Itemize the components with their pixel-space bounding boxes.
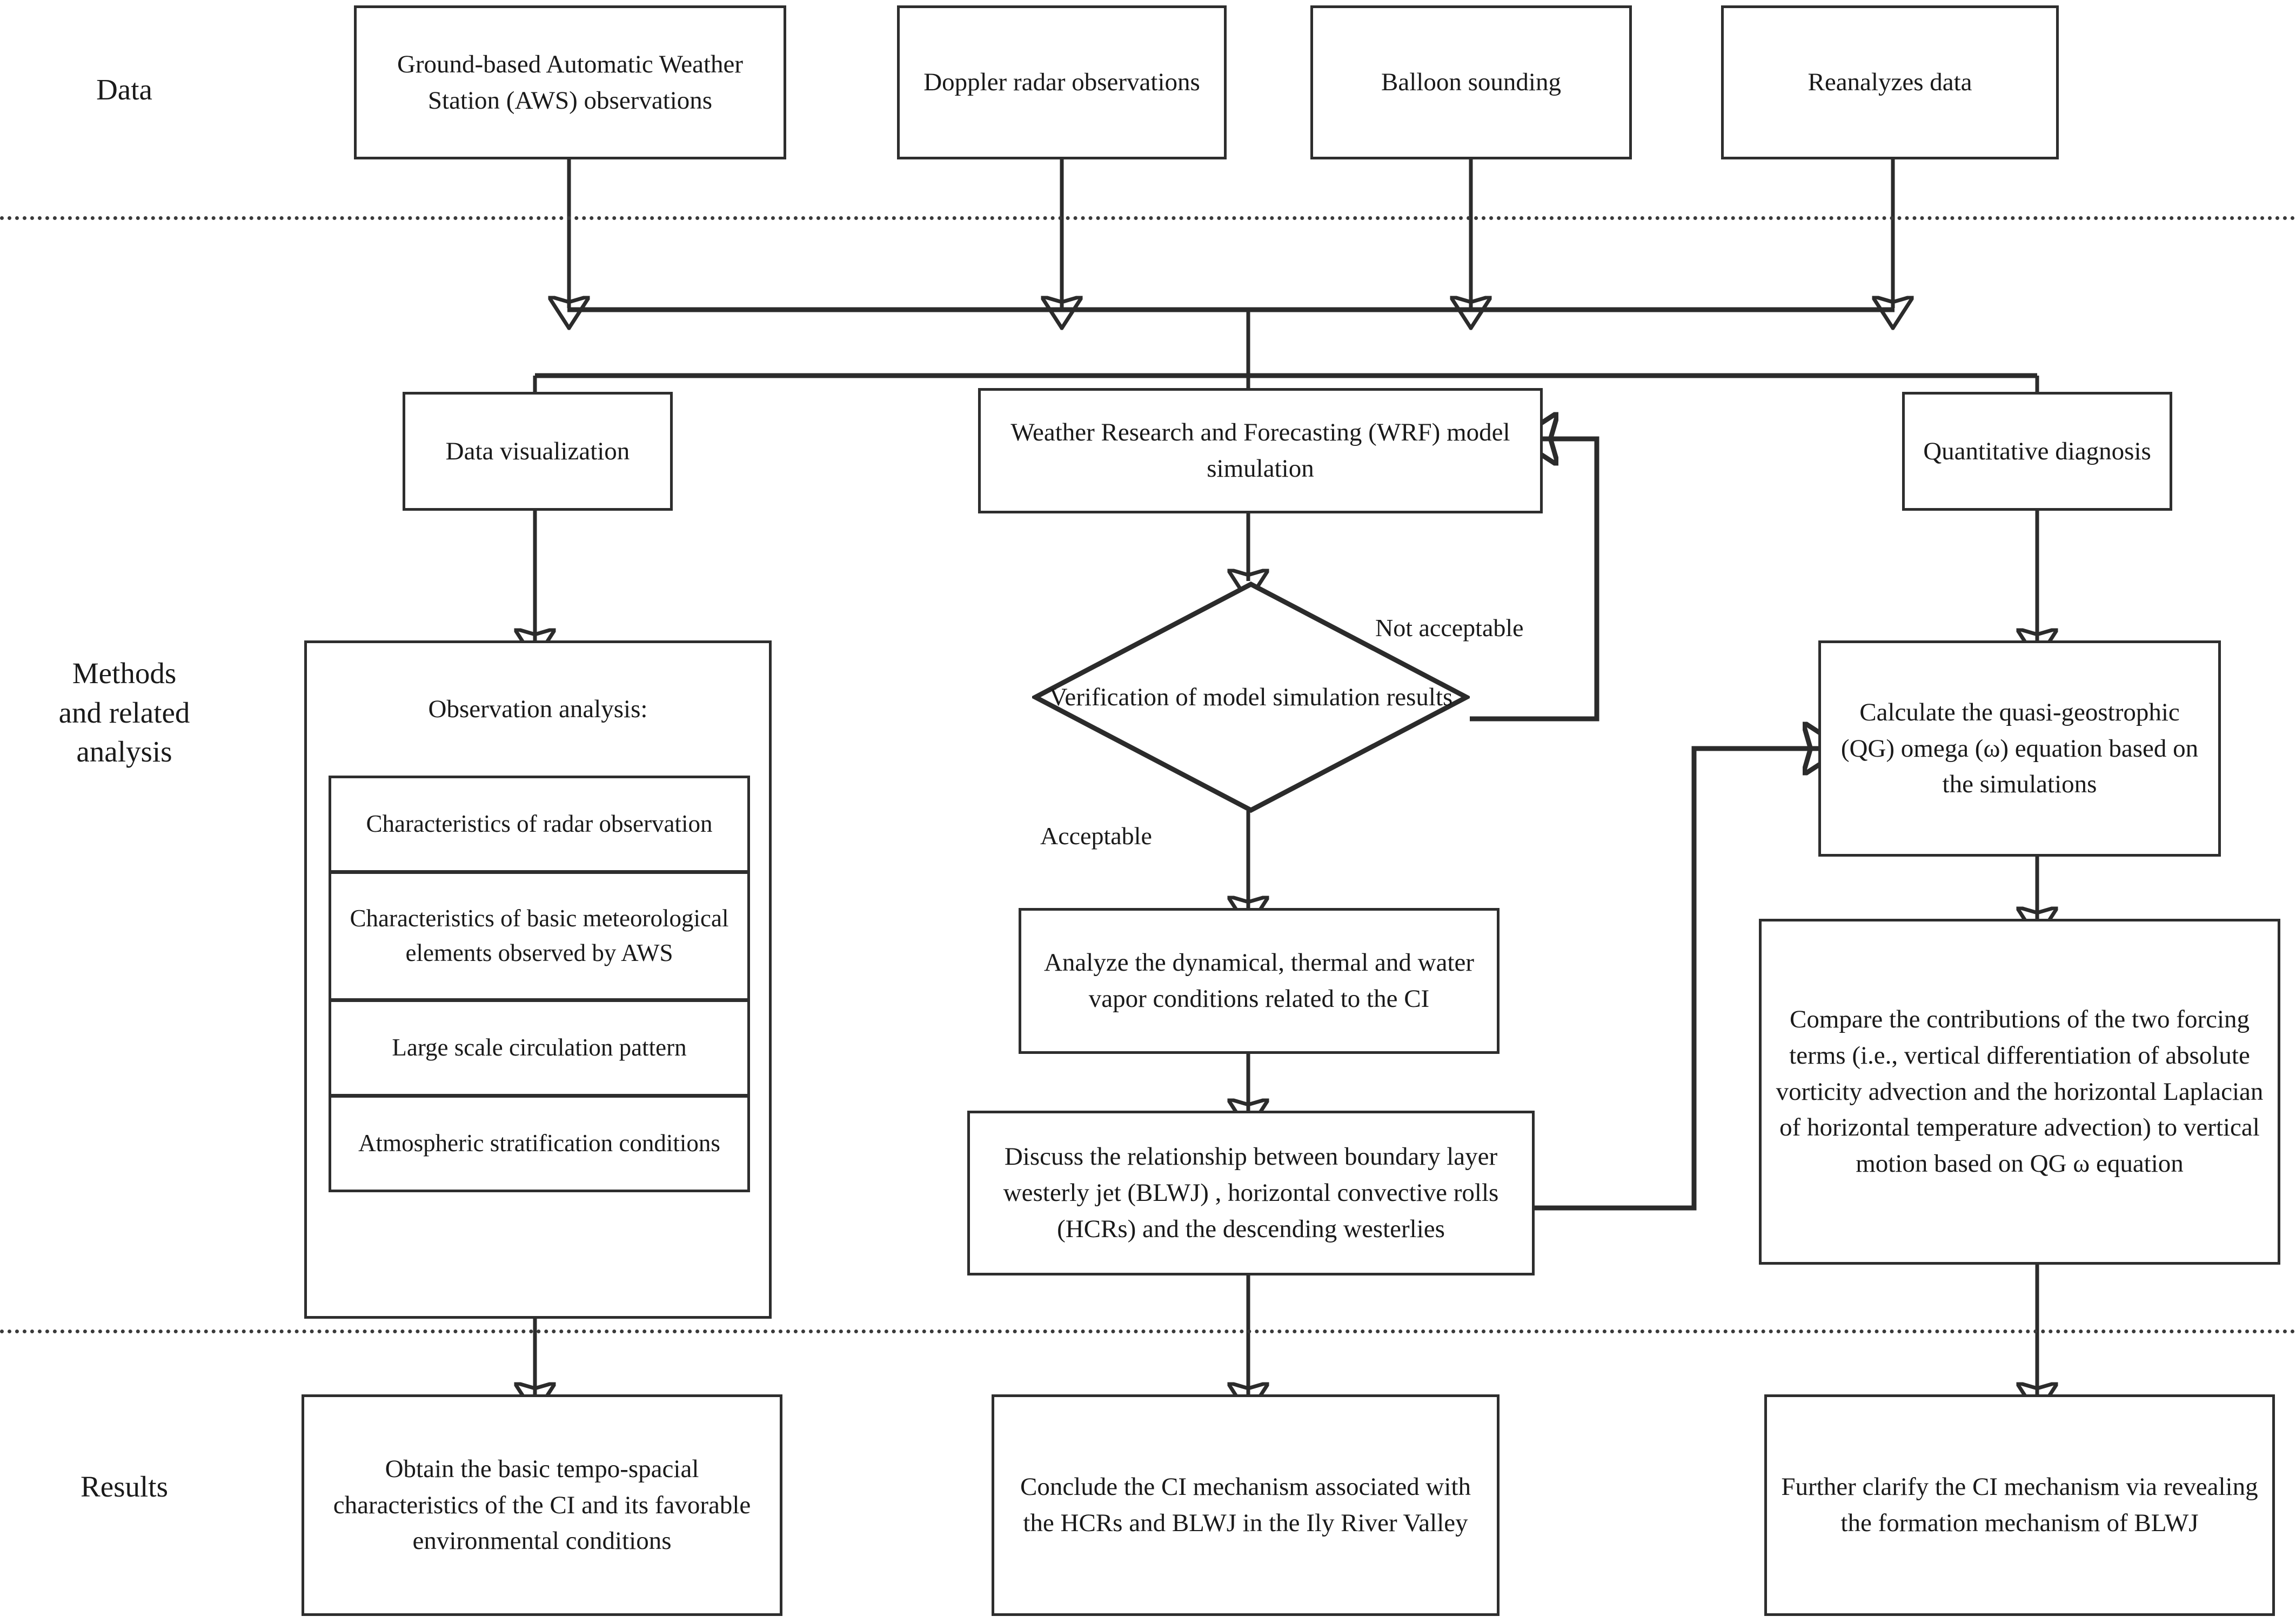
edge-label-not-acceptable: Not acceptable: [1375, 614, 1524, 642]
node-reanalyzes-data[interactable]: Reanalyzes data: [1721, 5, 2059, 159]
observation-item-radar[interactable]: Characteristics of radar observation: [329, 776, 750, 873]
stage-label-data: Data: [96, 73, 152, 106]
observation-item-circulation[interactable]: Large scale circulation pattern: [329, 999, 750, 1097]
stage-label-results: Results: [81, 1470, 168, 1503]
node-result-middle[interactable]: Conclude the CI mechanism associated wit…: [992, 1394, 1500, 1616]
observation-item-aws-elements[interactable]: Characteristics of basic meteorological …: [329, 871, 750, 1001]
node-quantitative-diagnosis[interactable]: Quantitative diagnosis: [1902, 392, 2172, 511]
node-doppler-radar[interactable]: Doppler radar observations: [897, 5, 1227, 159]
node-qg-omega-equation[interactable]: Calculate the quasi-geostrophic (QG) ome…: [1818, 640, 2221, 857]
stage-label-methods-line2: and related: [58, 696, 190, 729]
node-analyze-conditions[interactable]: Analyze the dynamical, thermal and water…: [1019, 908, 1500, 1054]
node-aws-observations[interactable]: Ground-based Automatic Weather Station (…: [354, 5, 786, 159]
stage-label-methods-line3: analysis: [76, 735, 172, 769]
observation-analysis-title: Observation analysis:: [428, 695, 648, 723]
node-wrf-simulation[interactable]: Weather Research and Forecasting (WRF) m…: [978, 388, 1543, 513]
stage-label-methods-line1: Methods: [72, 657, 177, 690]
node-balloon-sounding[interactable]: Balloon sounding: [1310, 5, 1632, 159]
edge-label-acceptable: Acceptable: [1040, 822, 1152, 850]
node-compare-forcing-terms[interactable]: Compare the contributions of the two for…: [1759, 919, 2280, 1265]
separator-methods-results: [0, 1330, 2296, 1333]
node-result-left[interactable]: Obtain the basic tempo-spacial character…: [302, 1394, 782, 1616]
separator-data-methods: [0, 216, 2296, 220]
node-data-visualization[interactable]: Data visualization: [403, 392, 673, 511]
diamond-shape: [1032, 581, 1470, 813]
observation-item-stratification[interactable]: Atmospheric stratification conditions: [329, 1095, 750, 1192]
stage-label-methods: Methods and related analysis: [11, 654, 238, 772]
node-result-right[interactable]: Further clarify the CI mechanism via rev…: [1764, 1394, 2275, 1616]
node-discuss-relationship[interactable]: Discuss the relationship between boundar…: [967, 1111, 1535, 1275]
